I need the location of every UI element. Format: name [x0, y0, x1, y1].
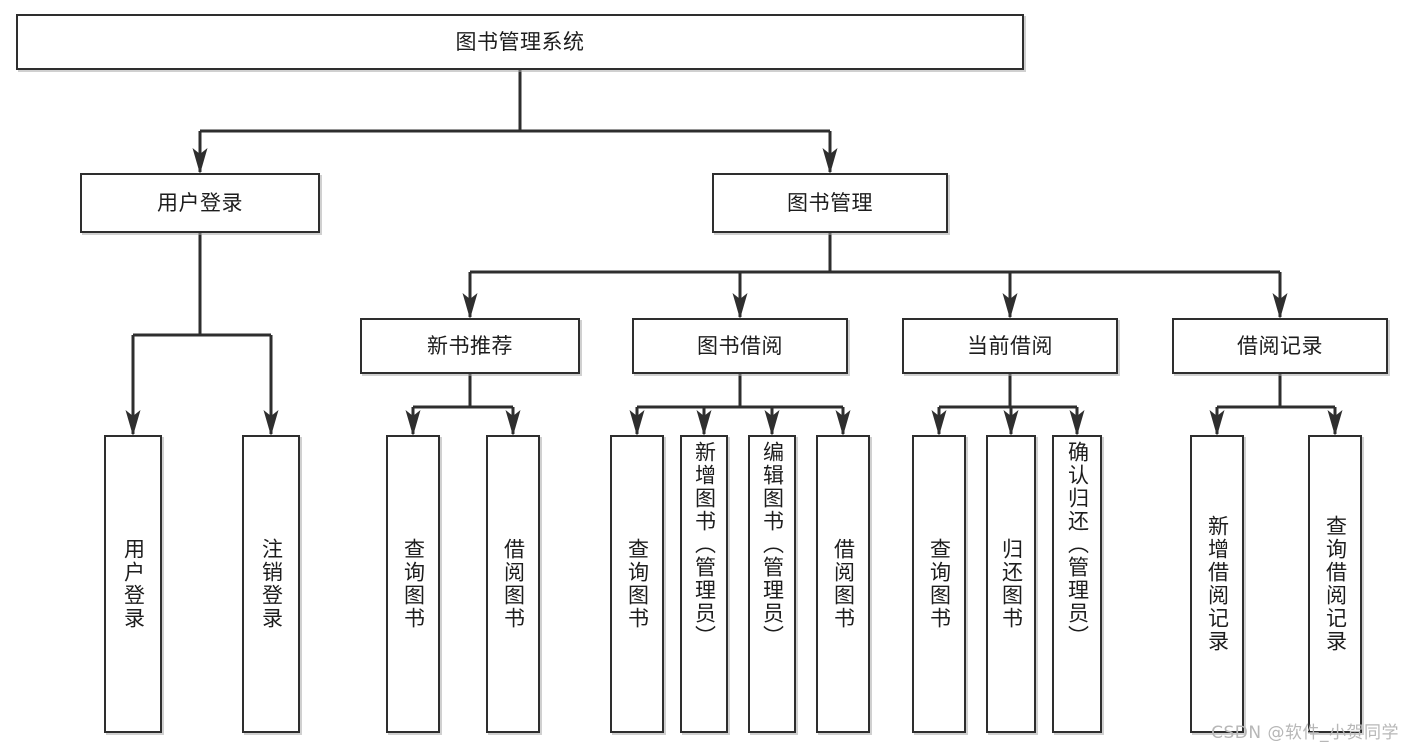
leaf-query-book-2[interactable]: 查询图书 — [610, 435, 664, 733]
node-label: 图书借阅 — [697, 333, 783, 358]
node-label: 借阅记录 — [1237, 333, 1323, 358]
leaf-borrow-book-1[interactable]: 借阅图书 — [486, 435, 540, 733]
node-book-manage[interactable]: 图书管理 — [712, 173, 948, 233]
node-label: 新增借阅记录 — [1205, 515, 1230, 653]
node-label: 借阅图书 — [831, 538, 856, 630]
arrowhead-icon — [1069, 410, 1085, 436]
node-label: 图书管理系统 — [455, 29, 585, 54]
node-label: 确认归还（管理员） — [1065, 441, 1090, 648]
leaf-add-book-admin[interactable]: 新增图书（管理员） — [680, 435, 728, 733]
leaf-query-book-3[interactable]: 查询图书 — [912, 435, 966, 733]
node-new-book-recommend[interactable]: 新书推荐 — [360, 318, 580, 374]
node-label: 注销登录 — [259, 538, 284, 630]
node-label: 查询图书 — [625, 538, 650, 630]
leaf-add-borrow-record[interactable]: 新增借阅记录 — [1190, 435, 1244, 733]
leaf-return-book[interactable]: 归还图书 — [986, 435, 1036, 733]
arrowhead-icon — [1327, 410, 1343, 436]
node-book-borrow[interactable]: 图书借阅 — [632, 318, 848, 374]
arrowhead-icon — [732, 293, 748, 319]
node-label: 归还图书 — [999, 538, 1024, 630]
node-label: 图书管理 — [787, 190, 873, 215]
node-label: 查询图书 — [401, 538, 426, 630]
node-label: 新增图书（管理员） — [692, 441, 717, 648]
watermark-text: CSDN @软件_小贺同学 — [1211, 723, 1399, 743]
node-label: 当前借阅 — [967, 333, 1053, 358]
leaf-edit-book-admin[interactable]: 编辑图书（管理员） — [748, 435, 796, 733]
leaf-query-borrow-record[interactable]: 查询借阅记录 — [1308, 435, 1362, 733]
arrowhead-icon — [835, 410, 851, 436]
arrowhead-icon — [192, 148, 208, 174]
node-label: 查询图书 — [927, 538, 952, 630]
node-label: 借阅图书 — [501, 538, 526, 630]
node-label: 用户登录 — [157, 190, 243, 215]
node-root-system[interactable]: 图书管理系统 — [16, 14, 1024, 70]
node-current-borrow[interactable]: 当前借阅 — [902, 318, 1118, 374]
node-borrow-record[interactable]: 借阅记录 — [1172, 318, 1388, 374]
arrowhead-icon — [696, 410, 712, 436]
node-label: 编辑图书（管理员） — [760, 441, 785, 648]
arrowhead-icon — [822, 148, 838, 174]
arrowhead-icon — [125, 410, 141, 436]
arrowhead-icon — [764, 410, 780, 436]
leaf-logout[interactable]: 注销登录 — [242, 435, 300, 733]
arrowhead-icon — [263, 410, 279, 436]
node-user-login[interactable]: 用户登录 — [80, 173, 320, 233]
arrowhead-icon — [931, 410, 947, 436]
arrowhead-icon — [1272, 293, 1288, 319]
arrowhead-icon — [462, 293, 478, 319]
arrowhead-icon — [405, 410, 421, 436]
leaf-confirm-return-admin[interactable]: 确认归还（管理员） — [1052, 435, 1102, 733]
node-label: 查询借阅记录 — [1323, 515, 1348, 653]
arrowhead-icon — [1002, 293, 1018, 319]
node-label: 用户登录 — [121, 538, 146, 630]
arrowhead-icon — [629, 410, 645, 436]
leaf-borrow-book-2[interactable]: 借阅图书 — [816, 435, 870, 733]
arrowhead-icon — [1209, 410, 1225, 436]
leaf-user-login[interactable]: 用户登录 — [104, 435, 162, 733]
node-label: 新书推荐 — [427, 333, 513, 358]
arrowhead-icon — [1003, 410, 1019, 436]
arrowhead-icon — [505, 410, 521, 436]
leaf-query-book-1[interactable]: 查询图书 — [386, 435, 440, 733]
